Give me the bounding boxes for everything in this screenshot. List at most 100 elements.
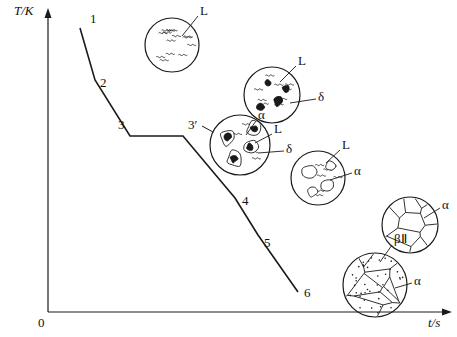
origin-label: 0: [38, 316, 45, 330]
microstructure-circle: [244, 67, 300, 123]
liquid-mark: [315, 165, 324, 166]
precipitate-dot: [364, 284, 366, 286]
microstructure-circle: [145, 18, 199, 72]
liquid-mark: [252, 158, 261, 159]
liquid-mark: [183, 37, 192, 38]
liquid-mark: [156, 56, 165, 57]
liquid-mark: [317, 175, 326, 176]
point-number: 3: [118, 118, 125, 132]
microstructure-circle: [343, 253, 407, 317]
precipitate-dot: [359, 295, 361, 297]
crystal: [321, 180, 334, 191]
grain-boundary: [377, 192, 443, 258]
x-axis: [48, 311, 446, 312]
phase-label: α: [354, 164, 361, 178]
axis-label: T/K: [14, 4, 34, 18]
grain-boundary: [338, 248, 412, 322]
microstructure-circle: [382, 197, 438, 253]
precipitate-dot: [390, 307, 392, 309]
precipitate-dot: [380, 306, 382, 308]
precipitate-dot: [359, 307, 361, 309]
crystal: [224, 133, 231, 141]
liquid-mark: [254, 89, 263, 90]
precipitate-dot: [378, 291, 380, 293]
leader-line: [326, 150, 340, 163]
precipitate-dot: [362, 264, 364, 266]
precipitate-dot: [364, 299, 366, 301]
liquid-mark: [274, 84, 283, 85]
precipitate-dot: [390, 260, 392, 262]
leader-line: [290, 99, 316, 103]
precipitate-dot: [368, 260, 370, 262]
precipitate-dot: [376, 284, 378, 286]
point-number: 4: [242, 194, 249, 208]
precipitate-dot: [367, 267, 369, 269]
leader-line: [255, 134, 272, 143]
point-number: 1: [90, 12, 97, 26]
crystal: [302, 166, 317, 179]
leader-line: [395, 283, 412, 288]
point-number: 3′: [188, 118, 197, 132]
leader-line: [424, 208, 440, 218]
precipitate-dot: [360, 293, 362, 295]
leader-line: [258, 151, 284, 153]
precipitate-dot: [399, 277, 401, 279]
precipitate-dot: [384, 257, 386, 259]
leader-line: [246, 121, 256, 135]
liquid-mark: [285, 84, 294, 85]
precipitate-dot: [355, 280, 357, 282]
precipitate-dot: [355, 277, 357, 279]
microstructure: [156, 30, 196, 61]
liquid-mark: [258, 99, 267, 100]
crystal: [220, 131, 234, 147]
phase-label: L: [342, 138, 350, 152]
leader-line: [182, 16, 198, 36]
microstructure: [377, 192, 443, 258]
leader-line: [330, 173, 352, 180]
phase-label: α: [258, 108, 265, 122]
phase-label: L: [274, 122, 282, 136]
precipitate-dot: [387, 289, 389, 291]
leader-line: [202, 126, 213, 132]
phase-label: α: [442, 198, 449, 212]
point-number: 2: [100, 76, 107, 90]
precipitate-dot: [349, 295, 351, 297]
precipitate-dot: [371, 307, 373, 309]
crystal: [282, 86, 289, 93]
liquid-mark: [265, 75, 274, 76]
phase-label: α: [414, 274, 421, 288]
liquid-mark: [162, 30, 171, 31]
microstructure: [338, 248, 412, 322]
precipitate-dot: [402, 277, 404, 279]
leader-line: [280, 66, 296, 82]
y-axis: [47, 14, 48, 312]
leader-line: [380, 245, 392, 262]
liquid-mark: [167, 40, 176, 41]
precipitate-dot: [378, 298, 380, 300]
axis-arrow: [45, 8, 52, 18]
precipitate-dot: [364, 292, 366, 294]
microstructure: [254, 75, 294, 110]
crystal: [230, 156, 238, 163]
precipitate-dot: [354, 285, 356, 287]
crystal: [274, 96, 283, 106]
phase-label: δ: [318, 90, 324, 104]
liquid-mark: [172, 35, 181, 36]
precipitate-dot: [355, 292, 357, 294]
liquid-mark: [166, 53, 175, 54]
precipitate-dot: [389, 269, 391, 271]
point-number: 5: [264, 236, 271, 250]
phase-label: δ: [286, 142, 292, 156]
liquid-mark: [178, 54, 187, 55]
liquid-mark: [187, 44, 196, 45]
crystal: [308, 187, 318, 197]
precipitate-dot: [371, 257, 373, 259]
microstructure-circle: [210, 115, 270, 175]
axis-arrow: [442, 309, 452, 316]
liquid-mark: [160, 60, 169, 61]
crystal: [247, 120, 261, 135]
point-number: 6: [304, 286, 311, 300]
precipitate-dot: [362, 262, 364, 264]
precipitate-dot: [369, 291, 371, 293]
